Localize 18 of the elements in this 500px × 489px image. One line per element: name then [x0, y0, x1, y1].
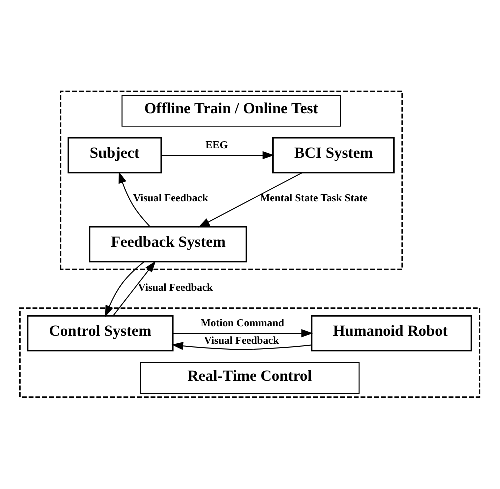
- arrow: [161, 151, 274, 160]
- edge-label: Mental State Task State: [260, 194, 368, 205]
- node-box: Humanoid Robot: [311, 315, 472, 352]
- edge-label: EEG: [206, 140, 228, 152]
- edge-label: Motion Command: [200, 318, 284, 330]
- edge-label: Visual Feedback: [138, 282, 214, 294]
- edge-label: Visual Feedback: [204, 336, 280, 347]
- arrow: [105, 262, 145, 318]
- edge-label: Visual Feedback: [133, 194, 208, 205]
- arrow: [113, 261, 156, 316]
- arrow: [172, 342, 312, 350]
- node-box: Subject: [68, 137, 162, 174]
- arrow: [198, 172, 303, 228]
- node-box: Control System: [27, 315, 174, 352]
- node-box: BCI System: [272, 137, 395, 174]
- arrow: [172, 329, 314, 338]
- arrow: [118, 172, 151, 228]
- node-box: Feedback System: [89, 226, 248, 263]
